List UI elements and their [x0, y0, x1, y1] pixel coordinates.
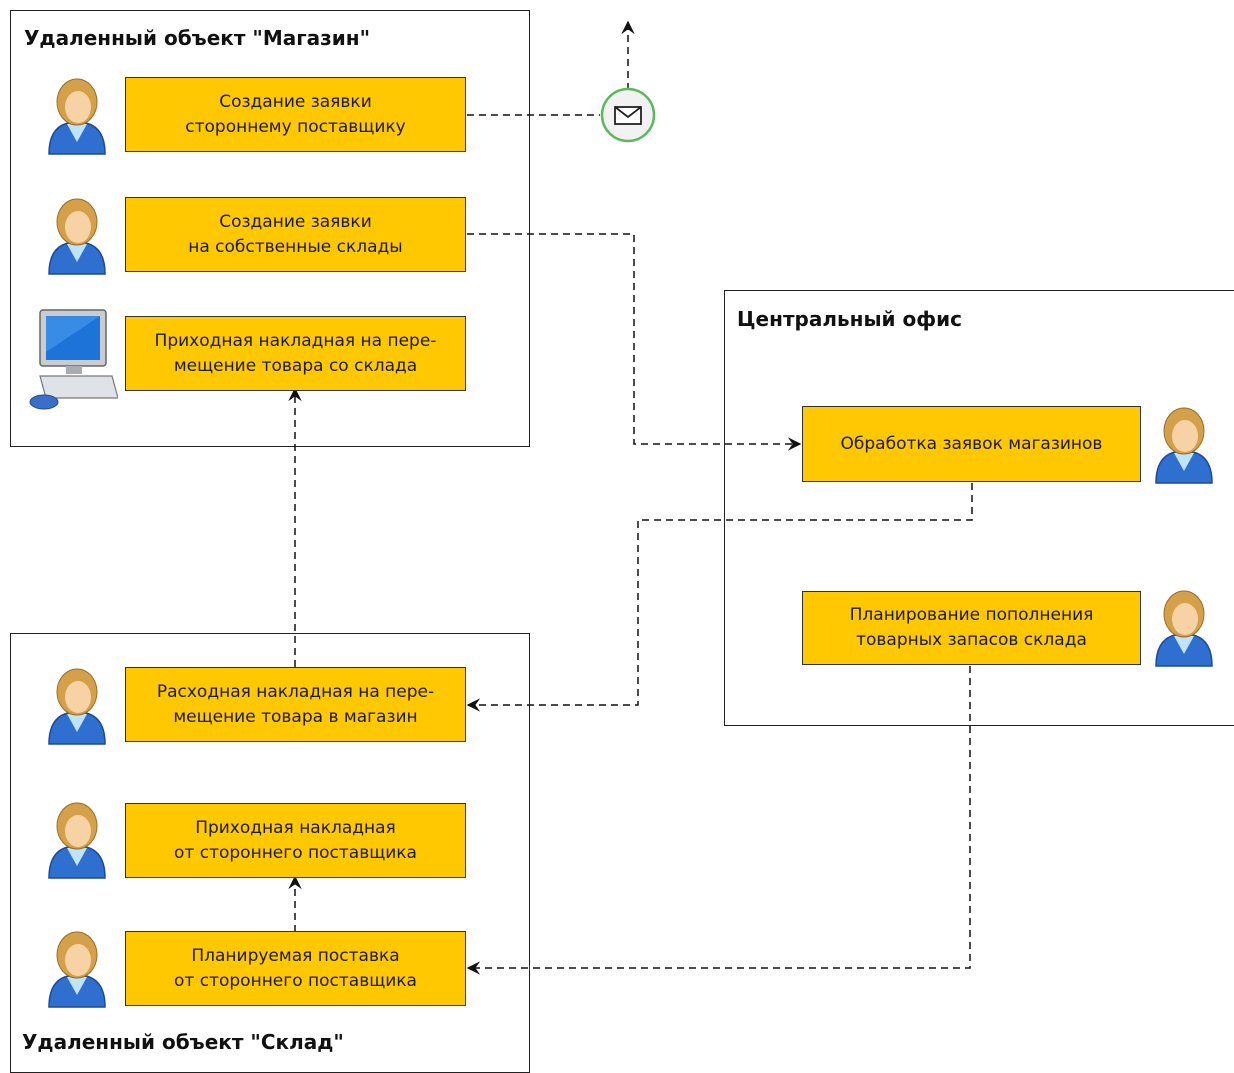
lane-office-title: Центральный офис [737, 307, 962, 331]
task-own-request[interactable]: Создание заявки на собственные склады [125, 197, 466, 272]
task-outgoing-transfer[interactable]: Расходная накладная на пере- мещение тов… [125, 667, 466, 742]
link-planning-to-planned-delivery [466, 666, 971, 975]
person-icon [48, 668, 106, 745]
lane-warehouse-title: Удаленный объект "Склад" [22, 1030, 344, 1054]
lane-shop [10, 10, 530, 447]
lane-shop-title: Удаленный объект "Магазин" [24, 26, 371, 50]
message-event [600, 87, 656, 143]
person-icon [1155, 590, 1213, 667]
person-icon [48, 931, 106, 1008]
task-receipt-transfer[interactable]: Приходная накладная на пере- мещение тов… [125, 316, 466, 391]
task-supplier-request[interactable]: Создание заявки стороннему поставщику [125, 77, 466, 152]
link-own-request-to-processing [467, 233, 802, 451]
computer-icon [29, 309, 118, 410]
task-plan-replenishment[interactable]: Планирование пополнения товарных запасов… [802, 591, 1141, 665]
task-process-requests[interactable]: Обработка заявок магазинов [802, 406, 1141, 482]
person-icon [1155, 407, 1213, 484]
task-planned-delivery[interactable]: Планируемая поставка от стороннего поста… [125, 931, 466, 1006]
task-receipt-supplier[interactable]: Приходная накладная от стороннего постав… [125, 803, 466, 878]
link-processing-to-outgoing [466, 483, 973, 712]
person-icon [48, 802, 106, 879]
person-icon [48, 78, 106, 155]
lane-office [724, 290, 1234, 726]
person-icon [48, 198, 106, 275]
envelope-icon [614, 106, 642, 125]
